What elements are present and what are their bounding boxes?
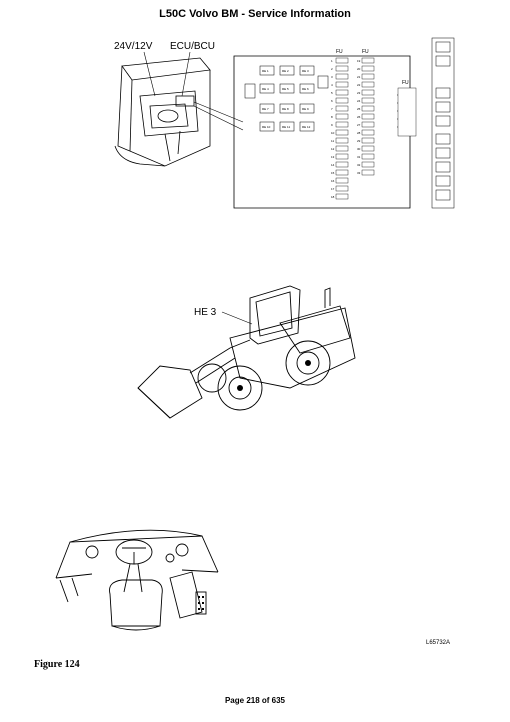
fuse-slot [335, 169, 349, 176]
fuse-slot [361, 57, 375, 64]
right-relay-column [431, 37, 455, 209]
fuse-slot [335, 145, 349, 152]
fuse-slot [335, 97, 349, 104]
fuse-slot [335, 153, 349, 160]
fuse-slot [361, 145, 375, 152]
fuse-slot [335, 177, 349, 184]
relay-label: RE 7 [262, 107, 269, 111]
fuse-slot [335, 105, 349, 112]
fuse-slot [361, 121, 375, 128]
relay-label: RE 8 [282, 107, 289, 111]
fuse-slot [335, 129, 349, 136]
fuse-number: 23 [357, 91, 361, 95]
fuse-number: 16 [331, 179, 335, 183]
fuse-number: 20 [357, 67, 361, 71]
cab-sketch [114, 57, 211, 167]
fuse-number: 22 [357, 83, 361, 87]
relay-label: RE 3 [302, 69, 309, 73]
relay-label: RE 5 [282, 87, 289, 91]
fuse-slot [335, 73, 349, 80]
relay-label: RE 6 [302, 87, 309, 91]
fuse-number: 29 [357, 139, 361, 143]
fuse-slot [335, 89, 349, 96]
fuse-number: 4 [331, 83, 333, 87]
fuse-number: 3 [331, 75, 333, 79]
relay-label: RE 11 [282, 125, 290, 129]
relay-block [244, 65, 329, 132]
fuse-number: 2 [331, 67, 333, 71]
relay-label: RE 2 [282, 69, 289, 73]
fuse-number: 17 [331, 187, 335, 191]
fuse-slot [335, 121, 349, 128]
cab-fuse-panel-diagram: 24V/12V ECU/BCU FU FU FU RE 1 RE 2 RE 3 … [114, 37, 455, 209]
operator-dashboard-diagram [55, 529, 219, 631]
label-voltage: 24V/12V [114, 41, 153, 52]
fuse-number: 26 [357, 115, 361, 119]
relay-label: RE 12 [302, 125, 311, 129]
fuse-slot [361, 113, 375, 120]
fuse-slot [361, 169, 375, 176]
fuse-slot [335, 57, 349, 64]
fuse-slot [361, 129, 375, 136]
fuse-slot [335, 185, 349, 192]
fuse-number: 7 [331, 107, 333, 111]
fuse-number: 6 [331, 99, 333, 103]
fuse-slot [361, 97, 375, 104]
relay-label: RE 9 [302, 107, 309, 111]
fuse-number: 30 [357, 147, 361, 151]
fuse-number: 33 [357, 171, 361, 175]
fuse-slot [361, 81, 375, 88]
fuse-number: 28 [357, 131, 361, 135]
fuse-slot [335, 65, 349, 72]
fuse-slot [361, 65, 375, 72]
fuse-number: 21 [357, 75, 361, 79]
fuse-slot [361, 161, 375, 168]
fu-label-a: FU [336, 49, 343, 55]
fuse-slot [335, 81, 349, 88]
fu-label-b: FU [362, 49, 369, 55]
fuse-slot [335, 137, 349, 144]
relay-label: RE 10 [262, 125, 271, 129]
fuse-number: 24 [357, 99, 361, 103]
fuse-number: 32 [357, 163, 361, 167]
fuse-number: 5 [331, 91, 333, 95]
fuse-slot [361, 89, 375, 96]
label-ecu: ECU/BCU [170, 41, 215, 52]
fuse-number: 14 [331, 163, 335, 167]
figure-caption: Figure 124 [34, 659, 80, 670]
fuse-number: 11 [331, 139, 334, 143]
page-header-title: L50C Volvo BM - Service Information [159, 8, 351, 20]
page-footer: Page 218 of 635 [224, 696, 286, 705]
right-fuse-block [397, 87, 417, 137]
fuse-number: 31 [357, 155, 361, 159]
fuse-slot [335, 193, 349, 200]
fuse-slot [361, 73, 375, 80]
fuse-slot [335, 113, 349, 120]
fuse-number: 27 [357, 123, 361, 127]
figure-code: L65732A [426, 640, 451, 646]
fuse-number: 9 [331, 123, 333, 127]
fuse-slot [361, 153, 375, 160]
fuse-slot [361, 137, 375, 144]
fuse-number: 19 [357, 59, 361, 63]
fuse-slot [335, 161, 349, 168]
label-he3: HE 3 [194, 307, 217, 318]
fuse-number: 15 [331, 171, 335, 175]
wheel-loader-diagram: HE 3 [137, 285, 356, 419]
fuse-number: 10 [331, 131, 335, 135]
fu-label-right: FU [402, 80, 409, 86]
fuse-number: 1 [331, 59, 333, 63]
fuse-number: 13 [331, 155, 335, 159]
fuse-number: 18 [331, 195, 335, 199]
fuse-number: 25 [357, 107, 361, 111]
relay-label: RE 4 [262, 87, 269, 91]
fuse-number: 8 [331, 115, 333, 119]
fuse-number: 12 [331, 147, 335, 151]
fuse-slot [361, 105, 375, 112]
relay-label: RE 1 [262, 69, 269, 73]
